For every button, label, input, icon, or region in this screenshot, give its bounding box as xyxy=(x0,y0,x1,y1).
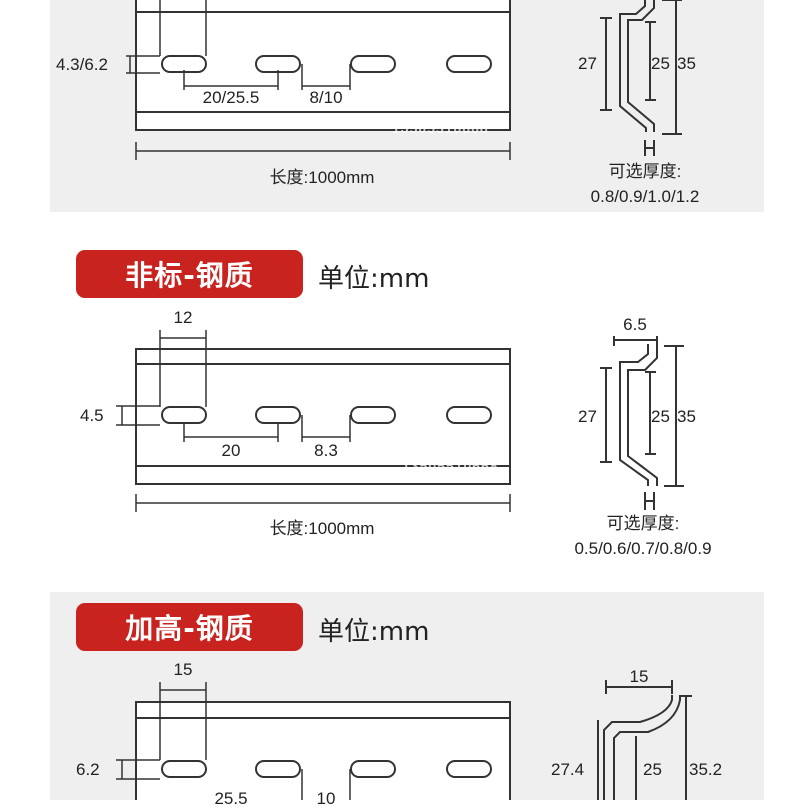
slot-width-dim-3: 15 xyxy=(173,660,193,679)
length-dim-2: 长度:1000mm xyxy=(269,519,375,538)
watermark-phone-2: 13505510668 xyxy=(402,458,499,474)
rail-profile-2 xyxy=(600,336,684,510)
pitch-dim-3: 25.5 xyxy=(214,789,248,808)
watermark-brand-2: 子臣电气 xyxy=(388,432,448,448)
thickness-label-1: 可选厚度: xyxy=(608,162,682,181)
dimension-lines-1 xyxy=(126,0,511,160)
profile-top-dim-3: 15 xyxy=(629,667,649,686)
profile-mid-dim-1: 25 xyxy=(651,54,670,73)
profile-inner-dim-1: 27 xyxy=(578,54,597,73)
thickness-label-2: 可选厚度: xyxy=(606,514,680,533)
watermark-brand-1: 子臣电气 xyxy=(376,95,436,111)
slot-height-dim-1: 4.3/6.2 xyxy=(56,55,108,74)
slot-height-dim-2: 4.5 xyxy=(80,406,104,425)
section-2-badge: 非标-钢质 xyxy=(76,250,303,298)
profile-outer-dim-1: 35 xyxy=(677,54,696,73)
section-3-badge: 加高-钢质 xyxy=(76,603,303,651)
slot-height-dim-3: 6.2 xyxy=(76,760,100,779)
gap-dim-2: 8.3 xyxy=(314,441,338,460)
profile-inner-dim-3: 27.4 xyxy=(551,760,585,779)
profile-outer-dim-3: 35.2 xyxy=(689,760,723,779)
gap-dim-1: 8/10 xyxy=(309,88,343,107)
watermark-phone-1: 13505510668 xyxy=(392,120,489,136)
section-3-unit: 单位:mm xyxy=(318,617,430,647)
dimension-lines-3 xyxy=(116,682,351,800)
length-dim-1: 长度:1000mm xyxy=(269,168,375,187)
watermark-brand-3: 子臣电气 xyxy=(386,785,446,801)
rail-profile-1 xyxy=(600,0,682,156)
dimension-lines-2 xyxy=(116,330,511,512)
pitch-dim-1: 20/25.5 xyxy=(202,88,260,107)
rail-front-view-1 xyxy=(135,0,511,131)
profile-mid-dim-2: 25 xyxy=(651,407,670,426)
gap-dim-3: 10 xyxy=(316,789,336,808)
rail-front-view-3 xyxy=(135,701,511,800)
rail-profile-3 xyxy=(597,680,692,800)
section-2-unit: 单位:mm xyxy=(318,264,430,294)
profile-top-dim-2: 6.5 xyxy=(623,315,647,334)
profile-outer-dim-2: 35 xyxy=(677,407,696,426)
slot-width-dim-2: 12 xyxy=(173,308,193,327)
thickness-values-2: 0.5/0.6/0.7/0.8/0.9 xyxy=(574,539,712,558)
thickness-values-1: 0.8/0.9/1.0/1.2 xyxy=(590,187,700,206)
profile-mid-dim-3: 25 xyxy=(643,760,662,779)
pitch-dim-2: 20 xyxy=(221,441,241,460)
profile-inner-dim-2: 27 xyxy=(578,407,597,426)
